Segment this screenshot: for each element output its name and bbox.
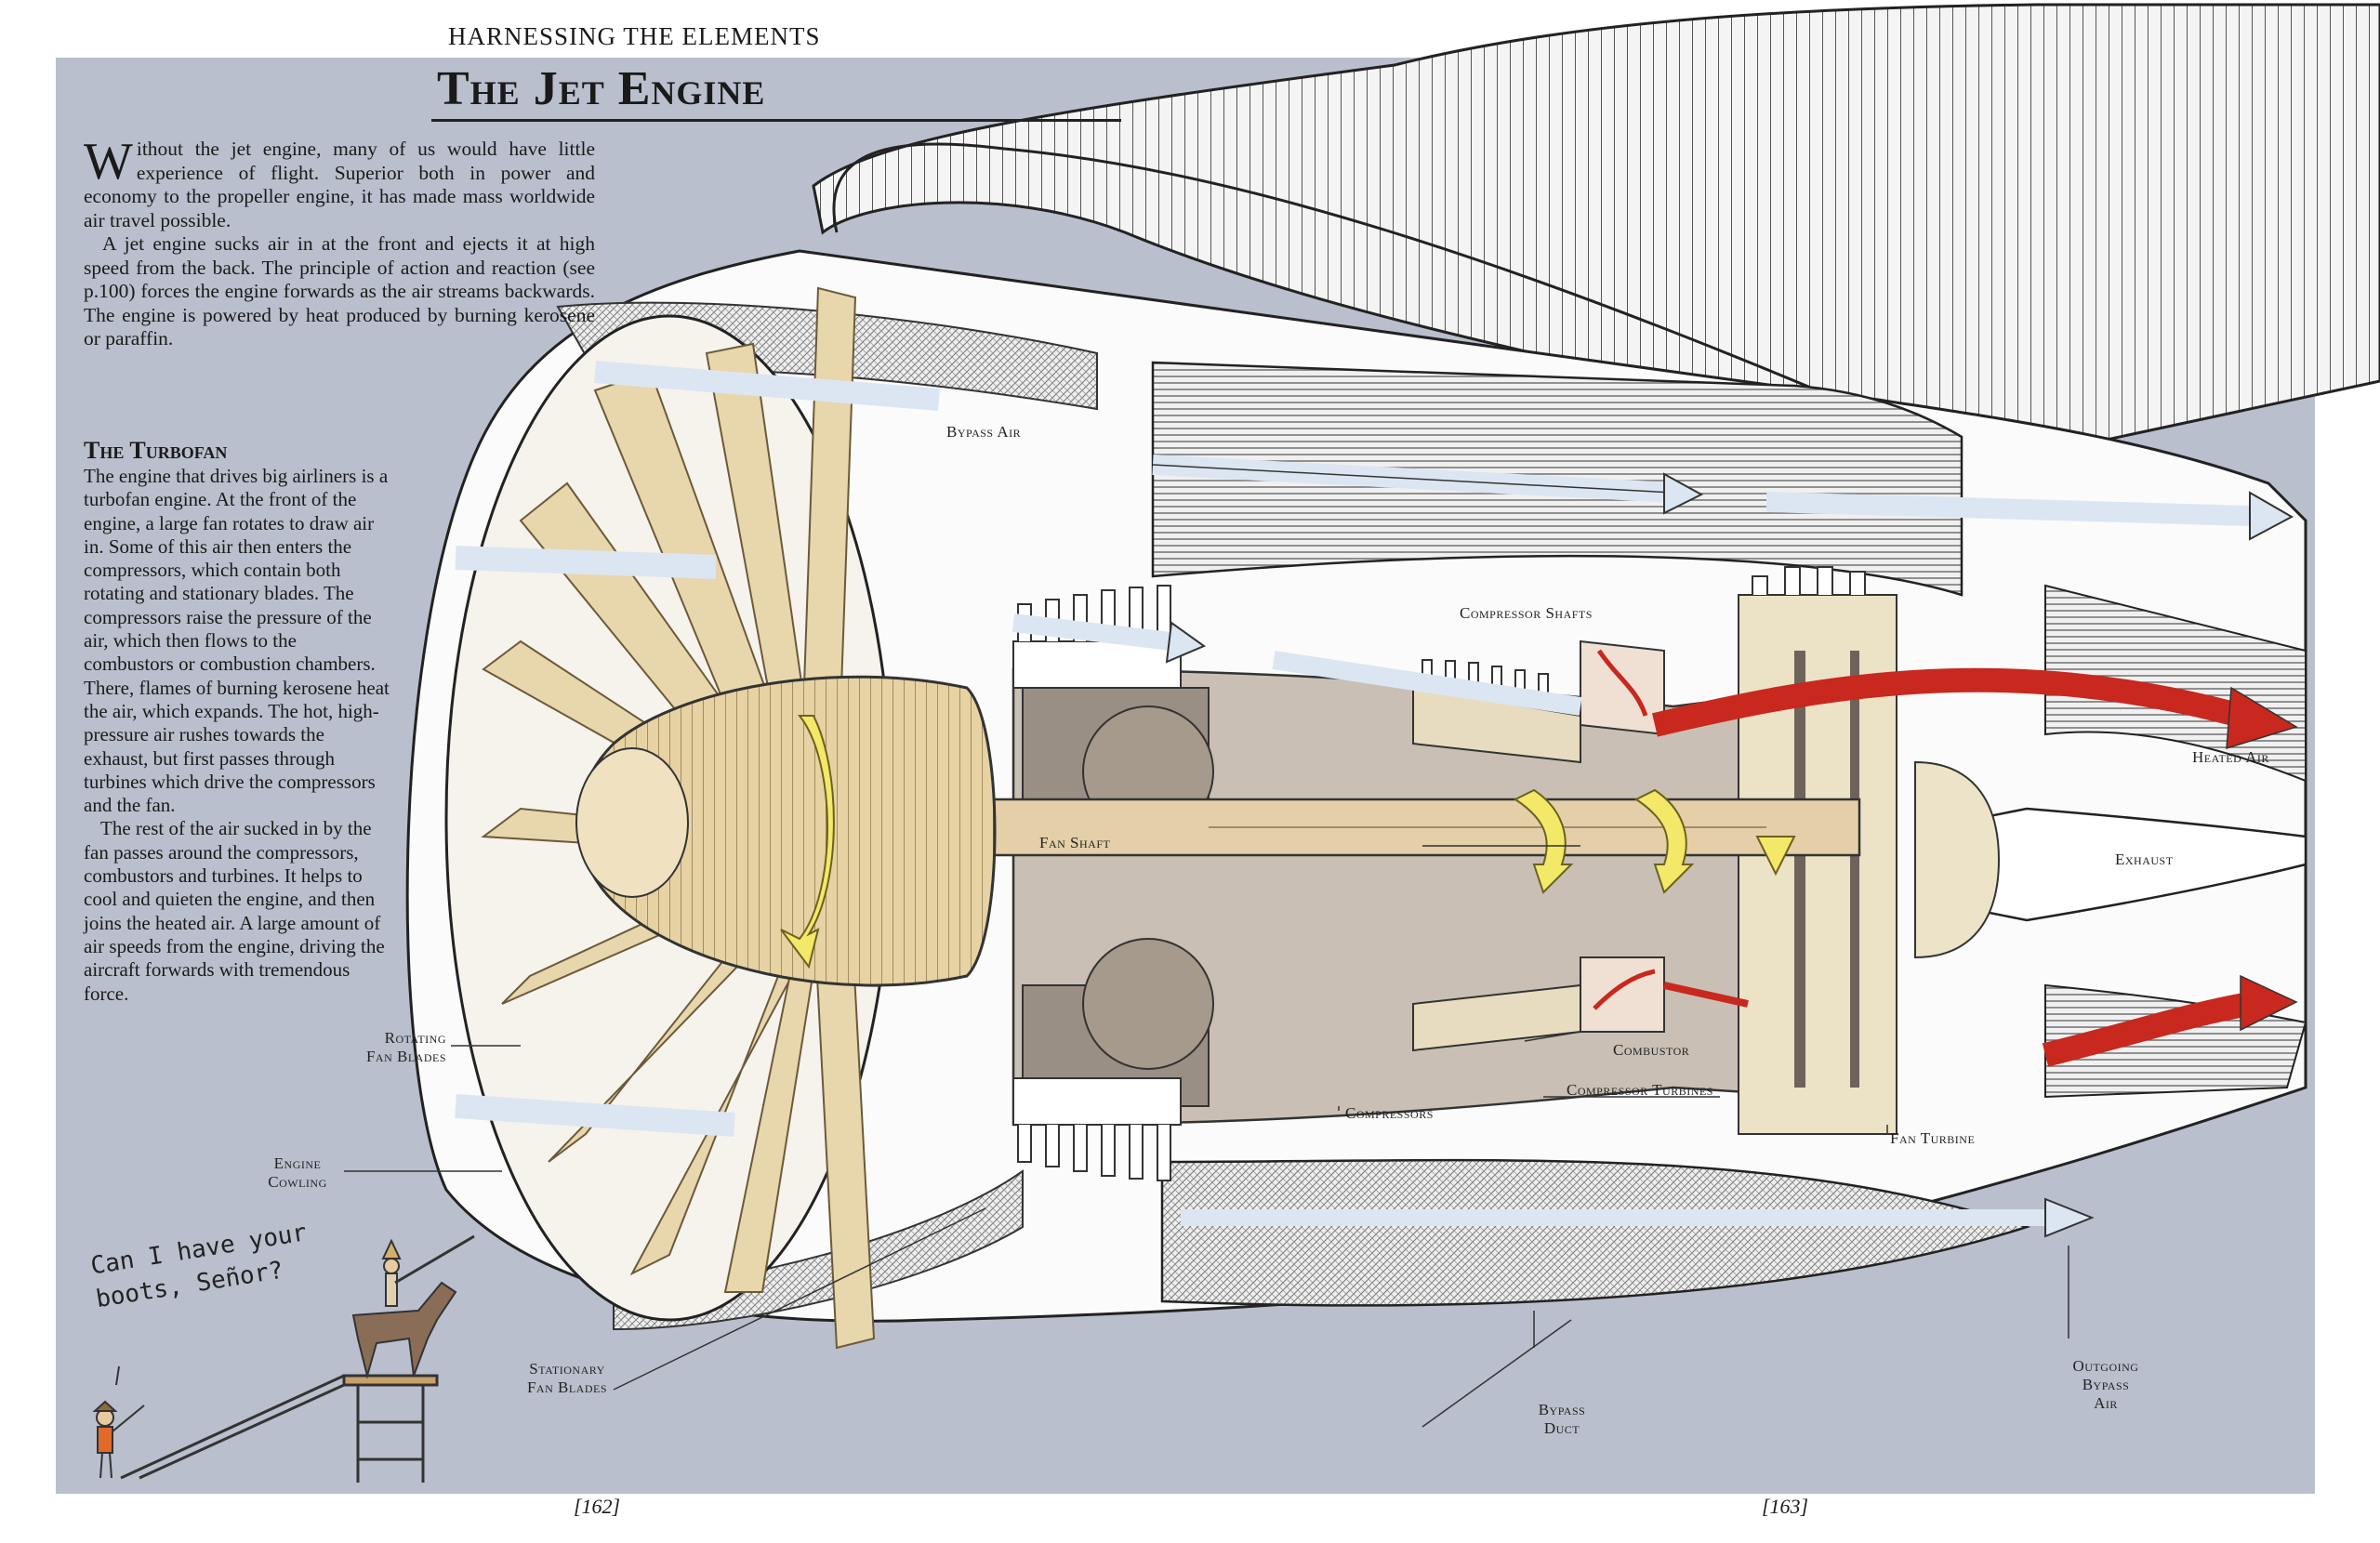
rotation-arrows <box>780 715 1796 969</box>
label-bypass-air: Bypass Air <box>946 423 1022 441</box>
label-outgoing-line-3: Air <box>2094 1394 2118 1412</box>
cartoon-horse-and-rider <box>351 1234 475 1379</box>
label-duct-line-1: Bypass <box>1538 1401 1586 1418</box>
label-compressor-turbines: Compressor Turbines <box>1567 1081 1713 1099</box>
title-rule <box>431 119 1121 122</box>
lower-bypass-duct <box>1160 1158 2031 1307</box>
turbofan-paragraph-1: The engine that drives big airliners is … <box>84 465 390 817</box>
label-stationary-line-1: Stationary <box>529 1360 605 1378</box>
label-fan-shaft: Fan Shaft <box>1039 834 1111 851</box>
cartoon-scaffold <box>120 1374 439 1483</box>
turbofan-text: The engine that drives big airliners is … <box>84 465 390 1006</box>
label-rotating-line-2: Fan Blades <box>365 1048 446 1065</box>
bypass-arrowheads <box>1165 472 2294 1238</box>
label-duct-line-2: Duct <box>1543 1419 1580 1437</box>
exhaust-cone <box>1978 807 2307 922</box>
label-rotating-line-1: Rotating <box>384 1029 446 1047</box>
cartoon-figure <box>92 1365 145 1479</box>
combustor <box>1580 640 1665 1033</box>
label-combustor: Combustor <box>1613 1041 1690 1059</box>
turbofan-paragraph-2: The rest of the air sucked in by the fan… <box>84 817 385 1005</box>
intro-paragraph-1-text: ithout the jet engine, many of us would … <box>84 138 595 231</box>
label-compressor-shafts: Compressor Shafts <box>1460 604 1593 622</box>
turbine-section <box>1738 566 1897 1135</box>
label-leader-lines <box>344 845 2069 1428</box>
page-number-left: [162] <box>574 1495 621 1518</box>
compressor-blades-lower <box>1012 983 1581 1181</box>
wing <box>812 3 2380 467</box>
bypass-air-arrows <box>455 361 2251 1226</box>
label-cowling-line-2: Cowling <box>268 1173 327 1191</box>
page-title: The Jet Engine <box>437 62 766 115</box>
label-stationary-line-2: Fan Blades <box>526 1378 608 1396</box>
heated-air-arrows <box>1652 667 2298 1067</box>
intro-paragraph-2: A jet engine sucks air in at the front a… <box>84 232 595 349</box>
label-outgoing-line-2: Bypass <box>2082 1376 2130 1393</box>
label-compressors: Compressors <box>1345 1104 1434 1122</box>
label-exhaust: Exhaust <box>2115 851 2174 868</box>
label-fan-turbine: Fan Turbine <box>1890 1129 1976 1147</box>
page-number-right: [163] <box>1762 1495 1809 1518</box>
running-head: Harnessing the Elements <box>448 22 821 50</box>
turbofan-heading: The Turbofan <box>84 437 228 464</box>
label-heated-air: Heated Air <box>2192 748 2269 766</box>
label-outgoing-line-1: Outgoing <box>2072 1357 2139 1375</box>
rear-hub <box>1914 760 2001 959</box>
label-cowling-line-1: Engine <box>273 1154 322 1172</box>
drop-cap: W <box>84 133 133 191</box>
